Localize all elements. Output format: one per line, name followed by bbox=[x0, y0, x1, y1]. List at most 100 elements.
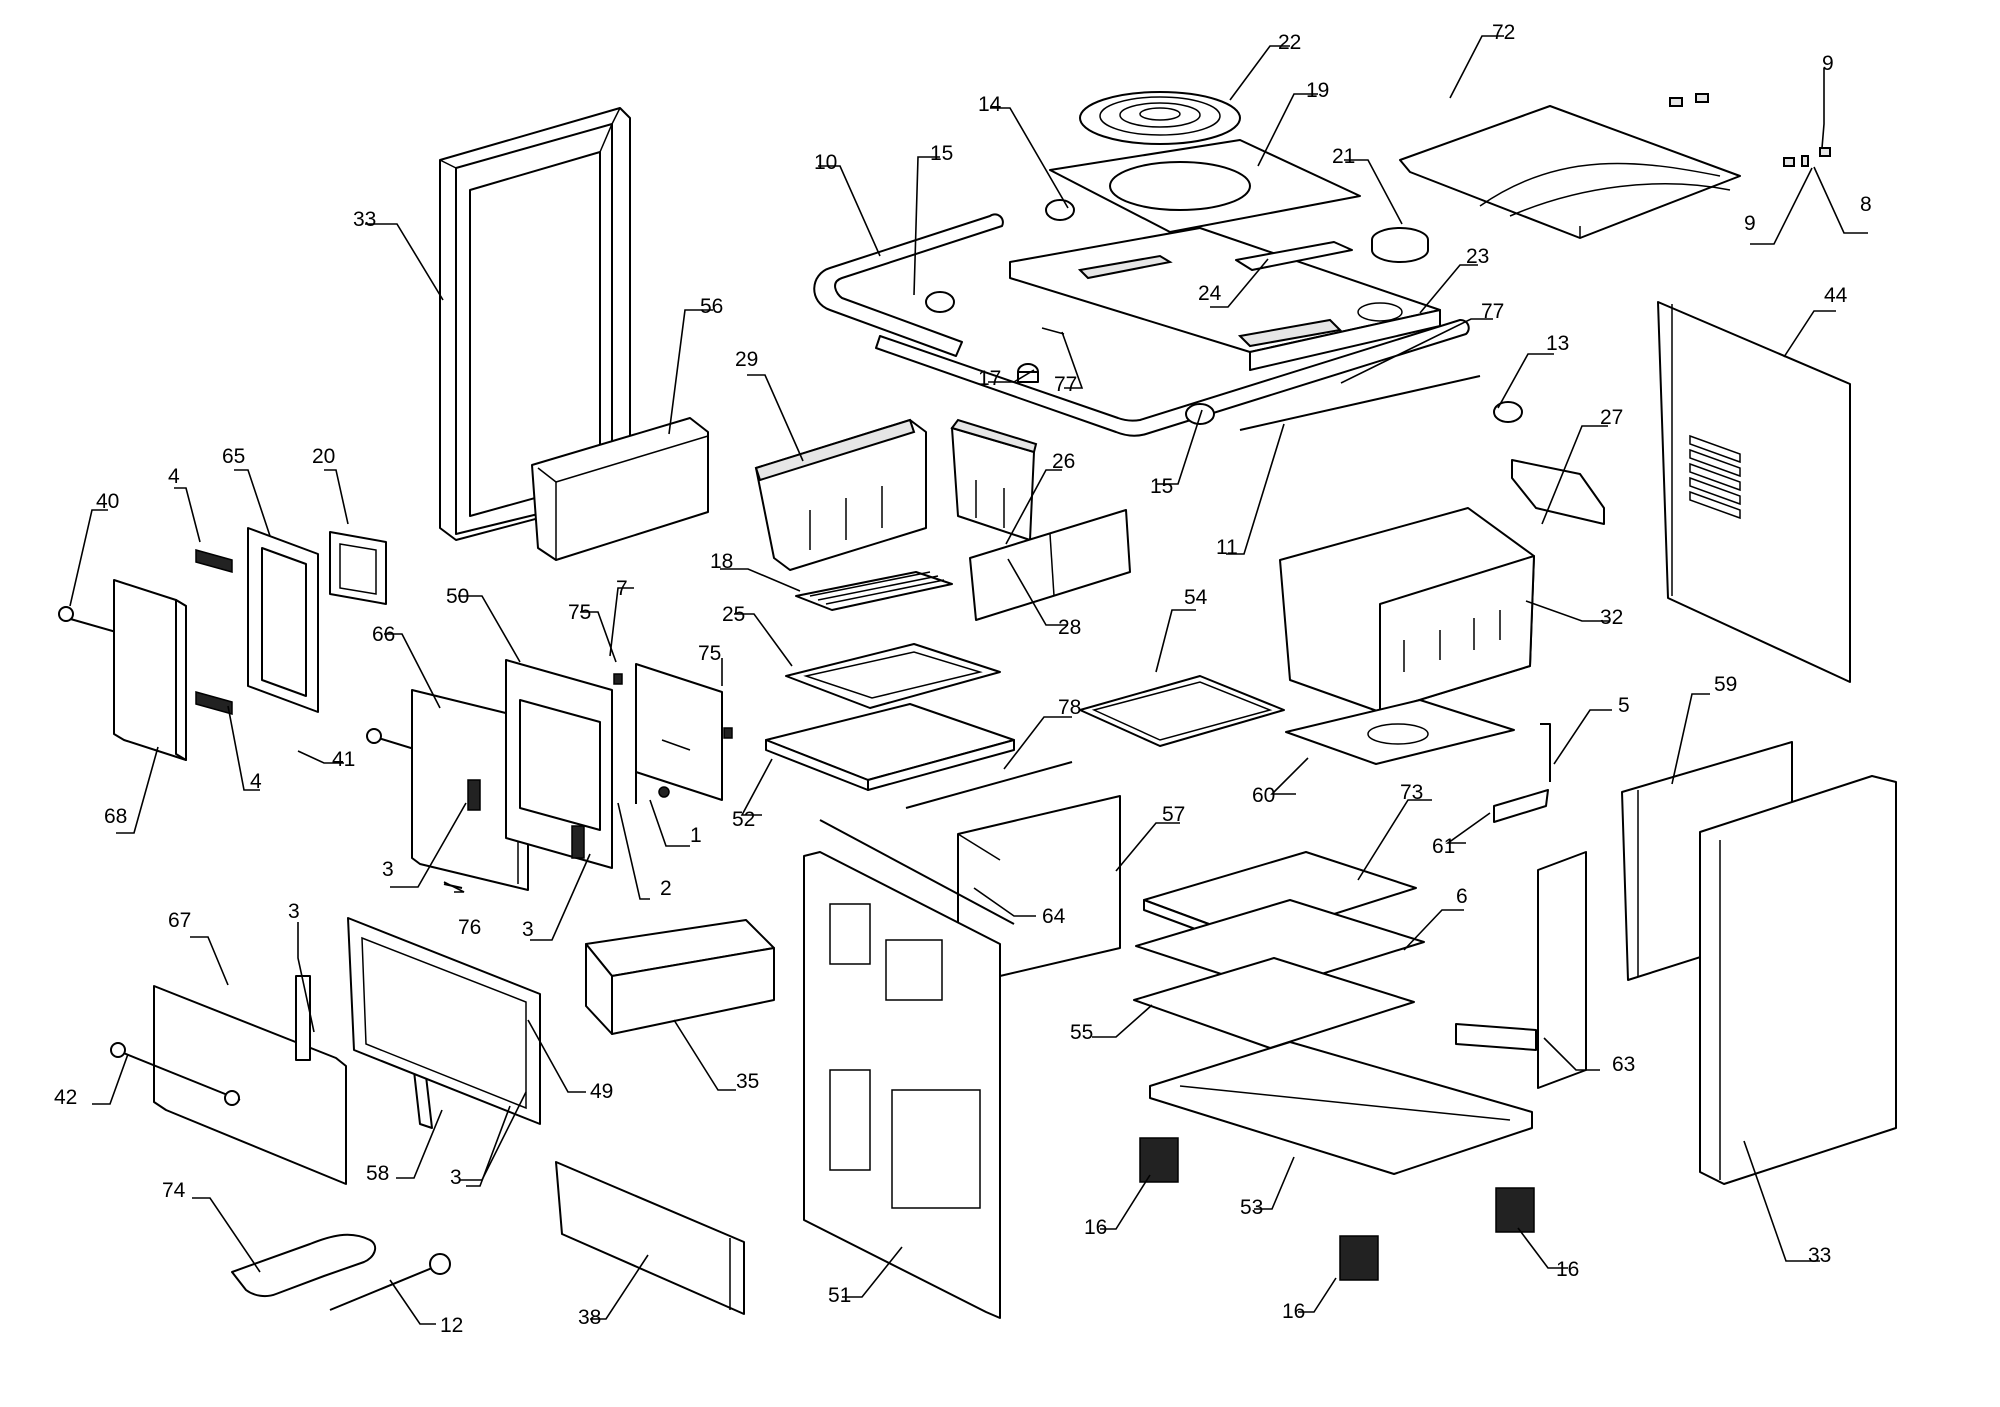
part-27-bracket bbox=[1511, 459, 1605, 525]
part-64-strip bbox=[819, 819, 1015, 925]
part-78-rod bbox=[905, 761, 1073, 809]
callout-73: 73 bbox=[1400, 781, 1423, 804]
callout-49: 49 bbox=[590, 1080, 613, 1103]
callout-16b: 16 bbox=[1556, 1258, 1579, 1281]
callout-78: 78 bbox=[1058, 696, 1081, 719]
callout-6: 6 bbox=[1456, 885, 1468, 908]
part-54-baking-tray bbox=[1079, 675, 1285, 747]
callout-9b: 9 bbox=[1744, 212, 1756, 235]
callout-5: 5 bbox=[1618, 694, 1630, 717]
callout-33b: 33 bbox=[1808, 1244, 1831, 1267]
callout-3c: 3 bbox=[288, 900, 300, 923]
part-7-glass bbox=[635, 663, 723, 801]
callout-59: 59 bbox=[1714, 673, 1737, 696]
callout-72: 72 bbox=[1492, 21, 1515, 44]
callout-56: 56 bbox=[700, 295, 723, 318]
callout-15b: 15 bbox=[1150, 475, 1173, 498]
part-26-side-plate bbox=[950, 418, 1038, 541]
callout-55: 55 bbox=[1070, 1021, 1093, 1044]
callout-32: 32 bbox=[1600, 606, 1623, 629]
part-60-oven-plate bbox=[1285, 699, 1515, 765]
part-small-clips bbox=[613, 673, 733, 798]
callout-50: 50 bbox=[446, 585, 469, 608]
callout-52: 52 bbox=[732, 808, 755, 831]
callout-42: 42 bbox=[54, 1086, 77, 1109]
callout-77a: 77 bbox=[1054, 373, 1077, 396]
callout-26: 26 bbox=[1052, 450, 1075, 473]
part-10-rail bbox=[813, 213, 1004, 357]
part-11-rail bbox=[875, 318, 1470, 437]
callout-12: 12 bbox=[440, 1314, 463, 1337]
part-20-small-frame bbox=[329, 531, 387, 605]
part-8-9-fasteners bbox=[1669, 93, 1831, 167]
callout-58: 58 bbox=[366, 1162, 389, 1185]
part-63-upright bbox=[1455, 851, 1587, 1089]
callout-16c: 16 bbox=[1282, 1300, 1305, 1323]
callout-75a: 75 bbox=[568, 601, 591, 624]
part-72-top-cover bbox=[1399, 105, 1741, 239]
part-33-left-side-frame bbox=[439, 107, 631, 541]
callout-67: 67 bbox=[168, 909, 191, 932]
part-28-frame bbox=[969, 509, 1131, 621]
callout-4b: 4 bbox=[250, 770, 262, 793]
part-50-glass-frame bbox=[505, 659, 613, 869]
part-35-box-bracket bbox=[585, 919, 775, 1035]
callout-3b: 3 bbox=[522, 918, 534, 941]
callout-9a: 9 bbox=[1822, 52, 1834, 75]
part-23-hob-frame bbox=[1009, 227, 1441, 371]
callout-63: 63 bbox=[1612, 1053, 1635, 1076]
callout-20: 20 bbox=[312, 445, 335, 468]
part-61-vent-plate bbox=[1493, 789, 1549, 823]
part-55-plate bbox=[1133, 957, 1415, 1049]
callout-16a: 16 bbox=[1084, 1216, 1107, 1239]
callout-17: 17 bbox=[978, 367, 1001, 390]
part-56-deflector bbox=[531, 417, 709, 561]
part-25-ash-tray bbox=[785, 643, 1001, 709]
part-12-poker bbox=[329, 1253, 451, 1311]
part-21-ring bbox=[1371, 227, 1429, 263]
callout-54: 54 bbox=[1184, 586, 1208, 609]
callout-41: 41 bbox=[332, 748, 355, 771]
part-65-door-frame bbox=[247, 527, 319, 713]
callout-3d: 3 bbox=[450, 1166, 462, 1189]
callout-7: 7 bbox=[616, 577, 628, 600]
callout-29: 29 bbox=[735, 348, 758, 371]
callout-53: 53 bbox=[1240, 1196, 1263, 1219]
part-77-strip bbox=[1041, 327, 1481, 431]
part-knobs bbox=[925, 199, 1523, 425]
part-67-drawer-front bbox=[153, 985, 347, 1185]
callout-74: 74 bbox=[162, 1179, 186, 1202]
part-44-right-panel bbox=[1657, 301, 1851, 683]
callout-64: 64 bbox=[1042, 905, 1066, 928]
callout-10: 10 bbox=[814, 151, 837, 174]
part-22-hotplate-rings bbox=[1079, 91, 1241, 145]
part-16-feet bbox=[1139, 1137, 1535, 1281]
part-51-front-frame bbox=[803, 851, 1001, 1319]
part-52-ash-pan bbox=[765, 703, 1015, 791]
callout-76: 76 bbox=[458, 916, 481, 939]
callout-24: 24 bbox=[1198, 282, 1222, 305]
part-42-rod bbox=[110, 1042, 241, 1106]
part-18-grate bbox=[795, 571, 953, 611]
callout-25: 25 bbox=[722, 603, 745, 626]
callout-75b: 75 bbox=[698, 642, 721, 665]
callout-4a: 4 bbox=[168, 465, 180, 488]
callout-19: 19 bbox=[1306, 79, 1329, 102]
callout-33a: 33 bbox=[353, 208, 376, 231]
callout-77b: 77 bbox=[1481, 300, 1504, 323]
parts-drawing bbox=[58, 91, 1897, 1319]
part-74-oven-glove bbox=[231, 1233, 377, 1298]
part-68-door-panel bbox=[113, 579, 187, 761]
callout-15a: 15 bbox=[930, 142, 953, 165]
part-4-latches bbox=[195, 549, 233, 715]
callout-61: 61 bbox=[1432, 835, 1455, 858]
callout-8: 8 bbox=[1860, 193, 1872, 216]
part-5-hook bbox=[1540, 723, 1551, 782]
callout-21: 21 bbox=[1332, 145, 1355, 168]
callout-27: 27 bbox=[1600, 406, 1623, 429]
callout-51: 51 bbox=[828, 1284, 851, 1307]
callout-13: 13 bbox=[1546, 332, 1569, 355]
callout-leader-lines bbox=[69, 35, 1868, 1325]
callout-11: 11 bbox=[1216, 536, 1238, 559]
callout-60: 60 bbox=[1252, 784, 1275, 807]
